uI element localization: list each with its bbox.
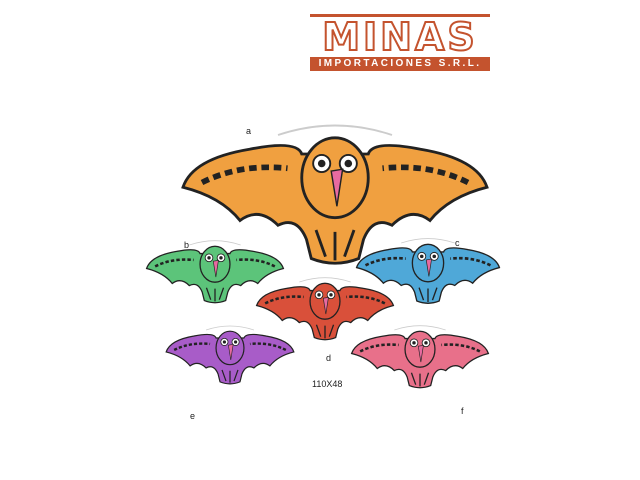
kite-label-a: a	[246, 126, 252, 136]
logo-top-bar	[310, 14, 490, 17]
owl-kite-d	[255, 277, 395, 341]
owl-kite-a	[181, 124, 489, 265]
kite-label-e: e	[190, 411, 196, 421]
owl-kite-b	[145, 240, 285, 304]
size-label: 110X48	[312, 379, 343, 389]
logo-subtitle: IMPORTACIONES S.R.L.	[310, 57, 490, 71]
kite-label-f: f	[461, 406, 464, 416]
minas-logo: MINAS IMPORTACIONES S.R.L.	[310, 14, 490, 71]
owl-kite-e	[165, 325, 295, 385]
owl-kite-c	[355, 238, 501, 304]
kite-label-b: b	[184, 240, 190, 250]
logo-name: MINAS	[321, 15, 478, 59]
kite-label-d: d	[326, 353, 332, 363]
kite-label-c: c	[455, 238, 460, 248]
owl-kite-f	[350, 325, 490, 389]
